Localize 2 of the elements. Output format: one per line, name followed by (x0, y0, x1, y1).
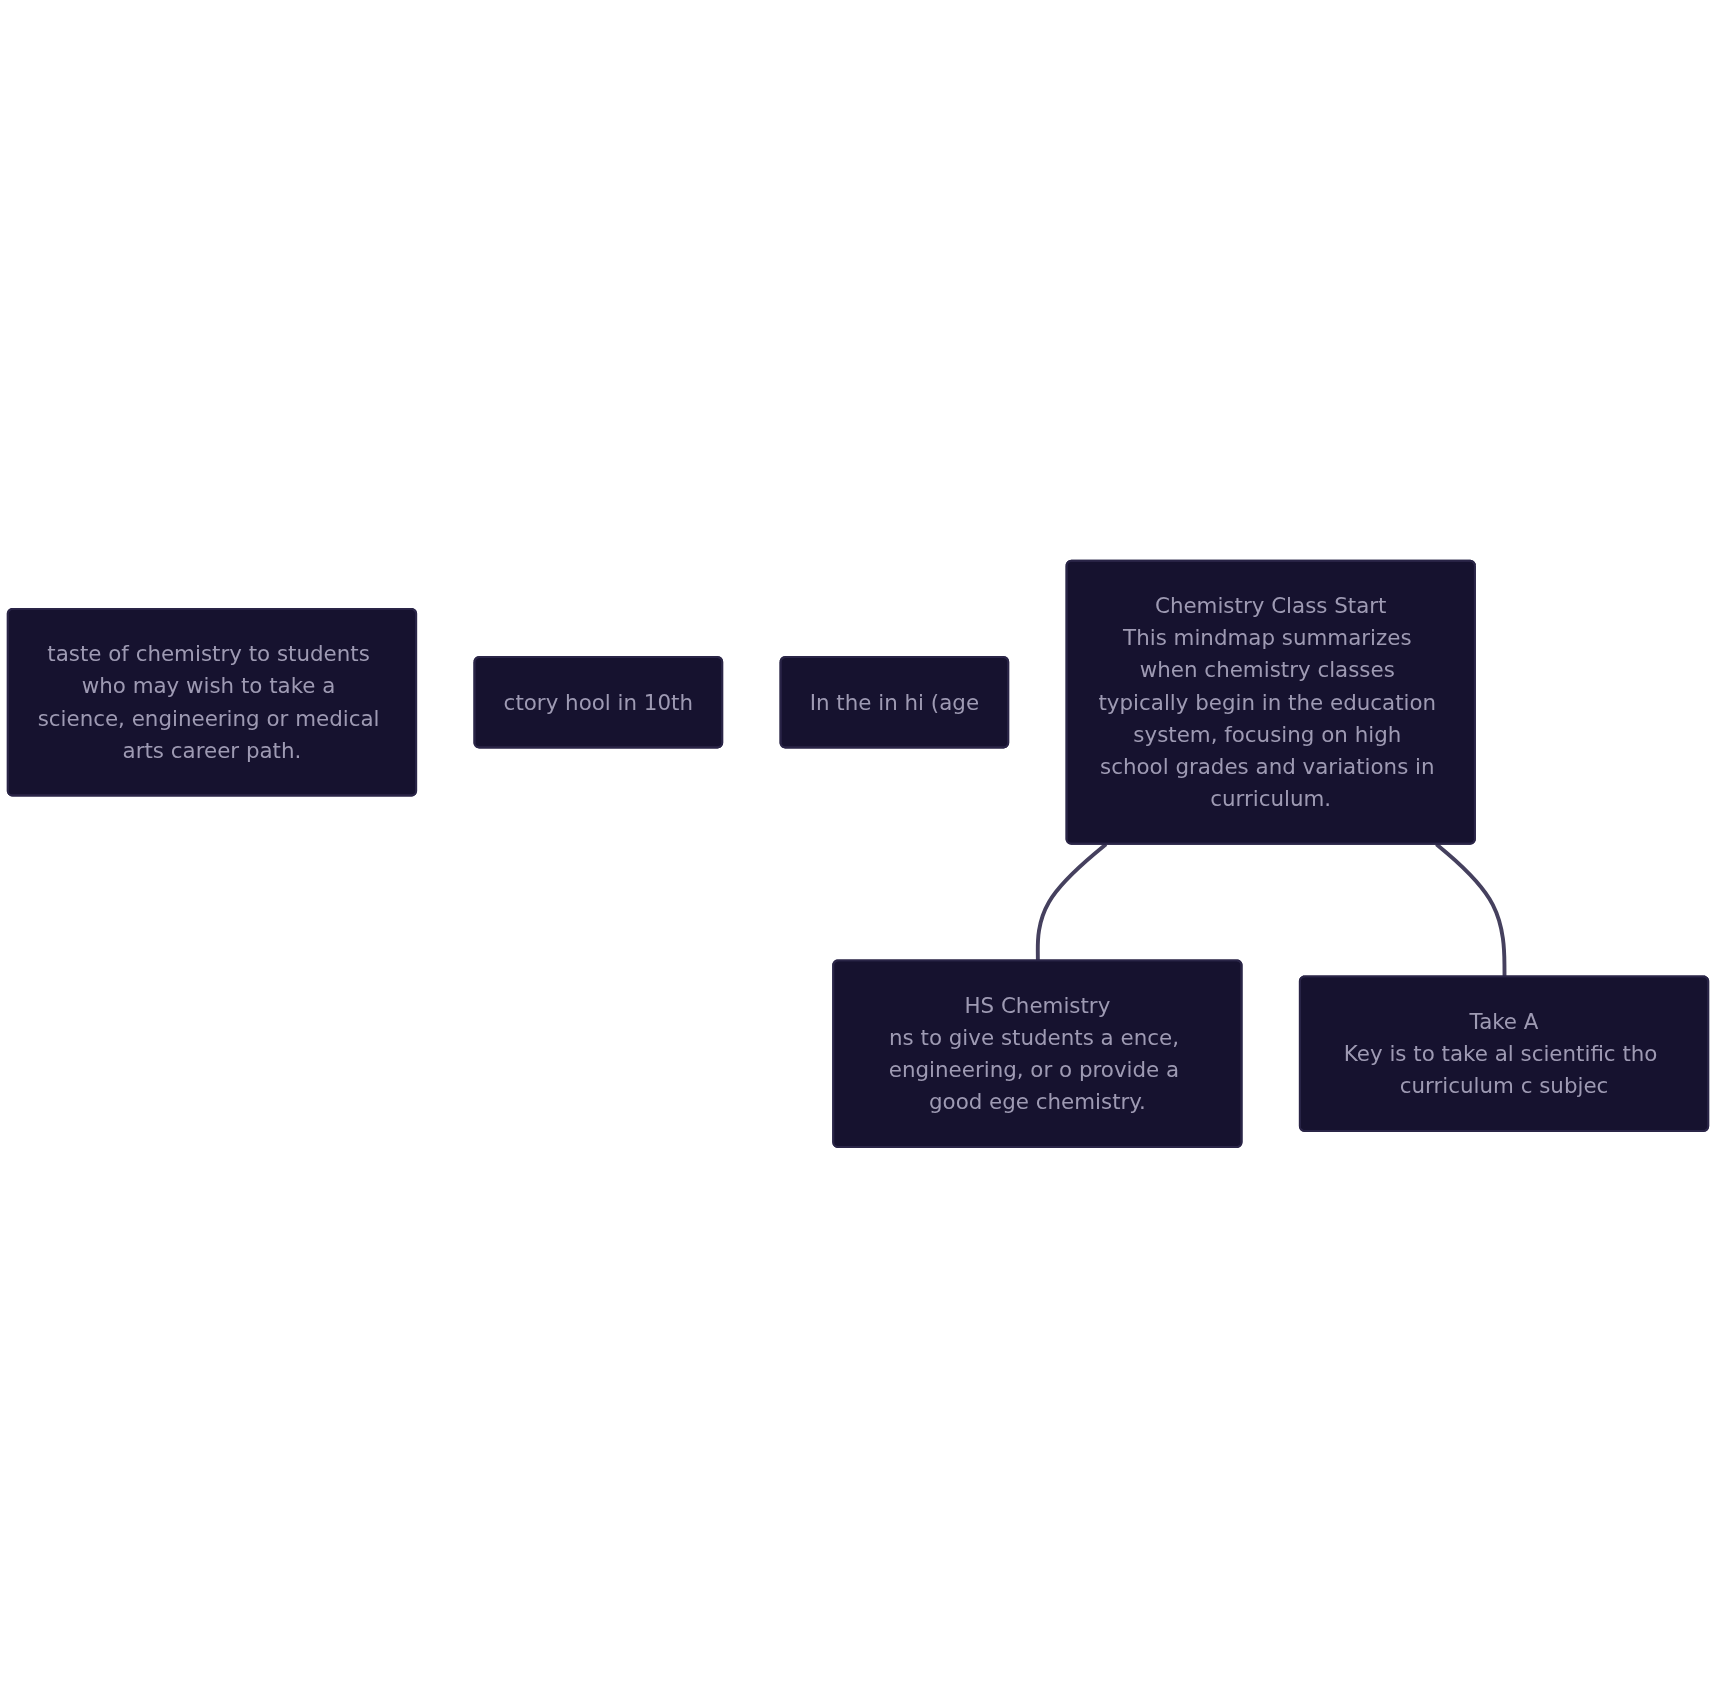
connector (1035, 842, 1108, 961)
connector (1435, 842, 1507, 977)
